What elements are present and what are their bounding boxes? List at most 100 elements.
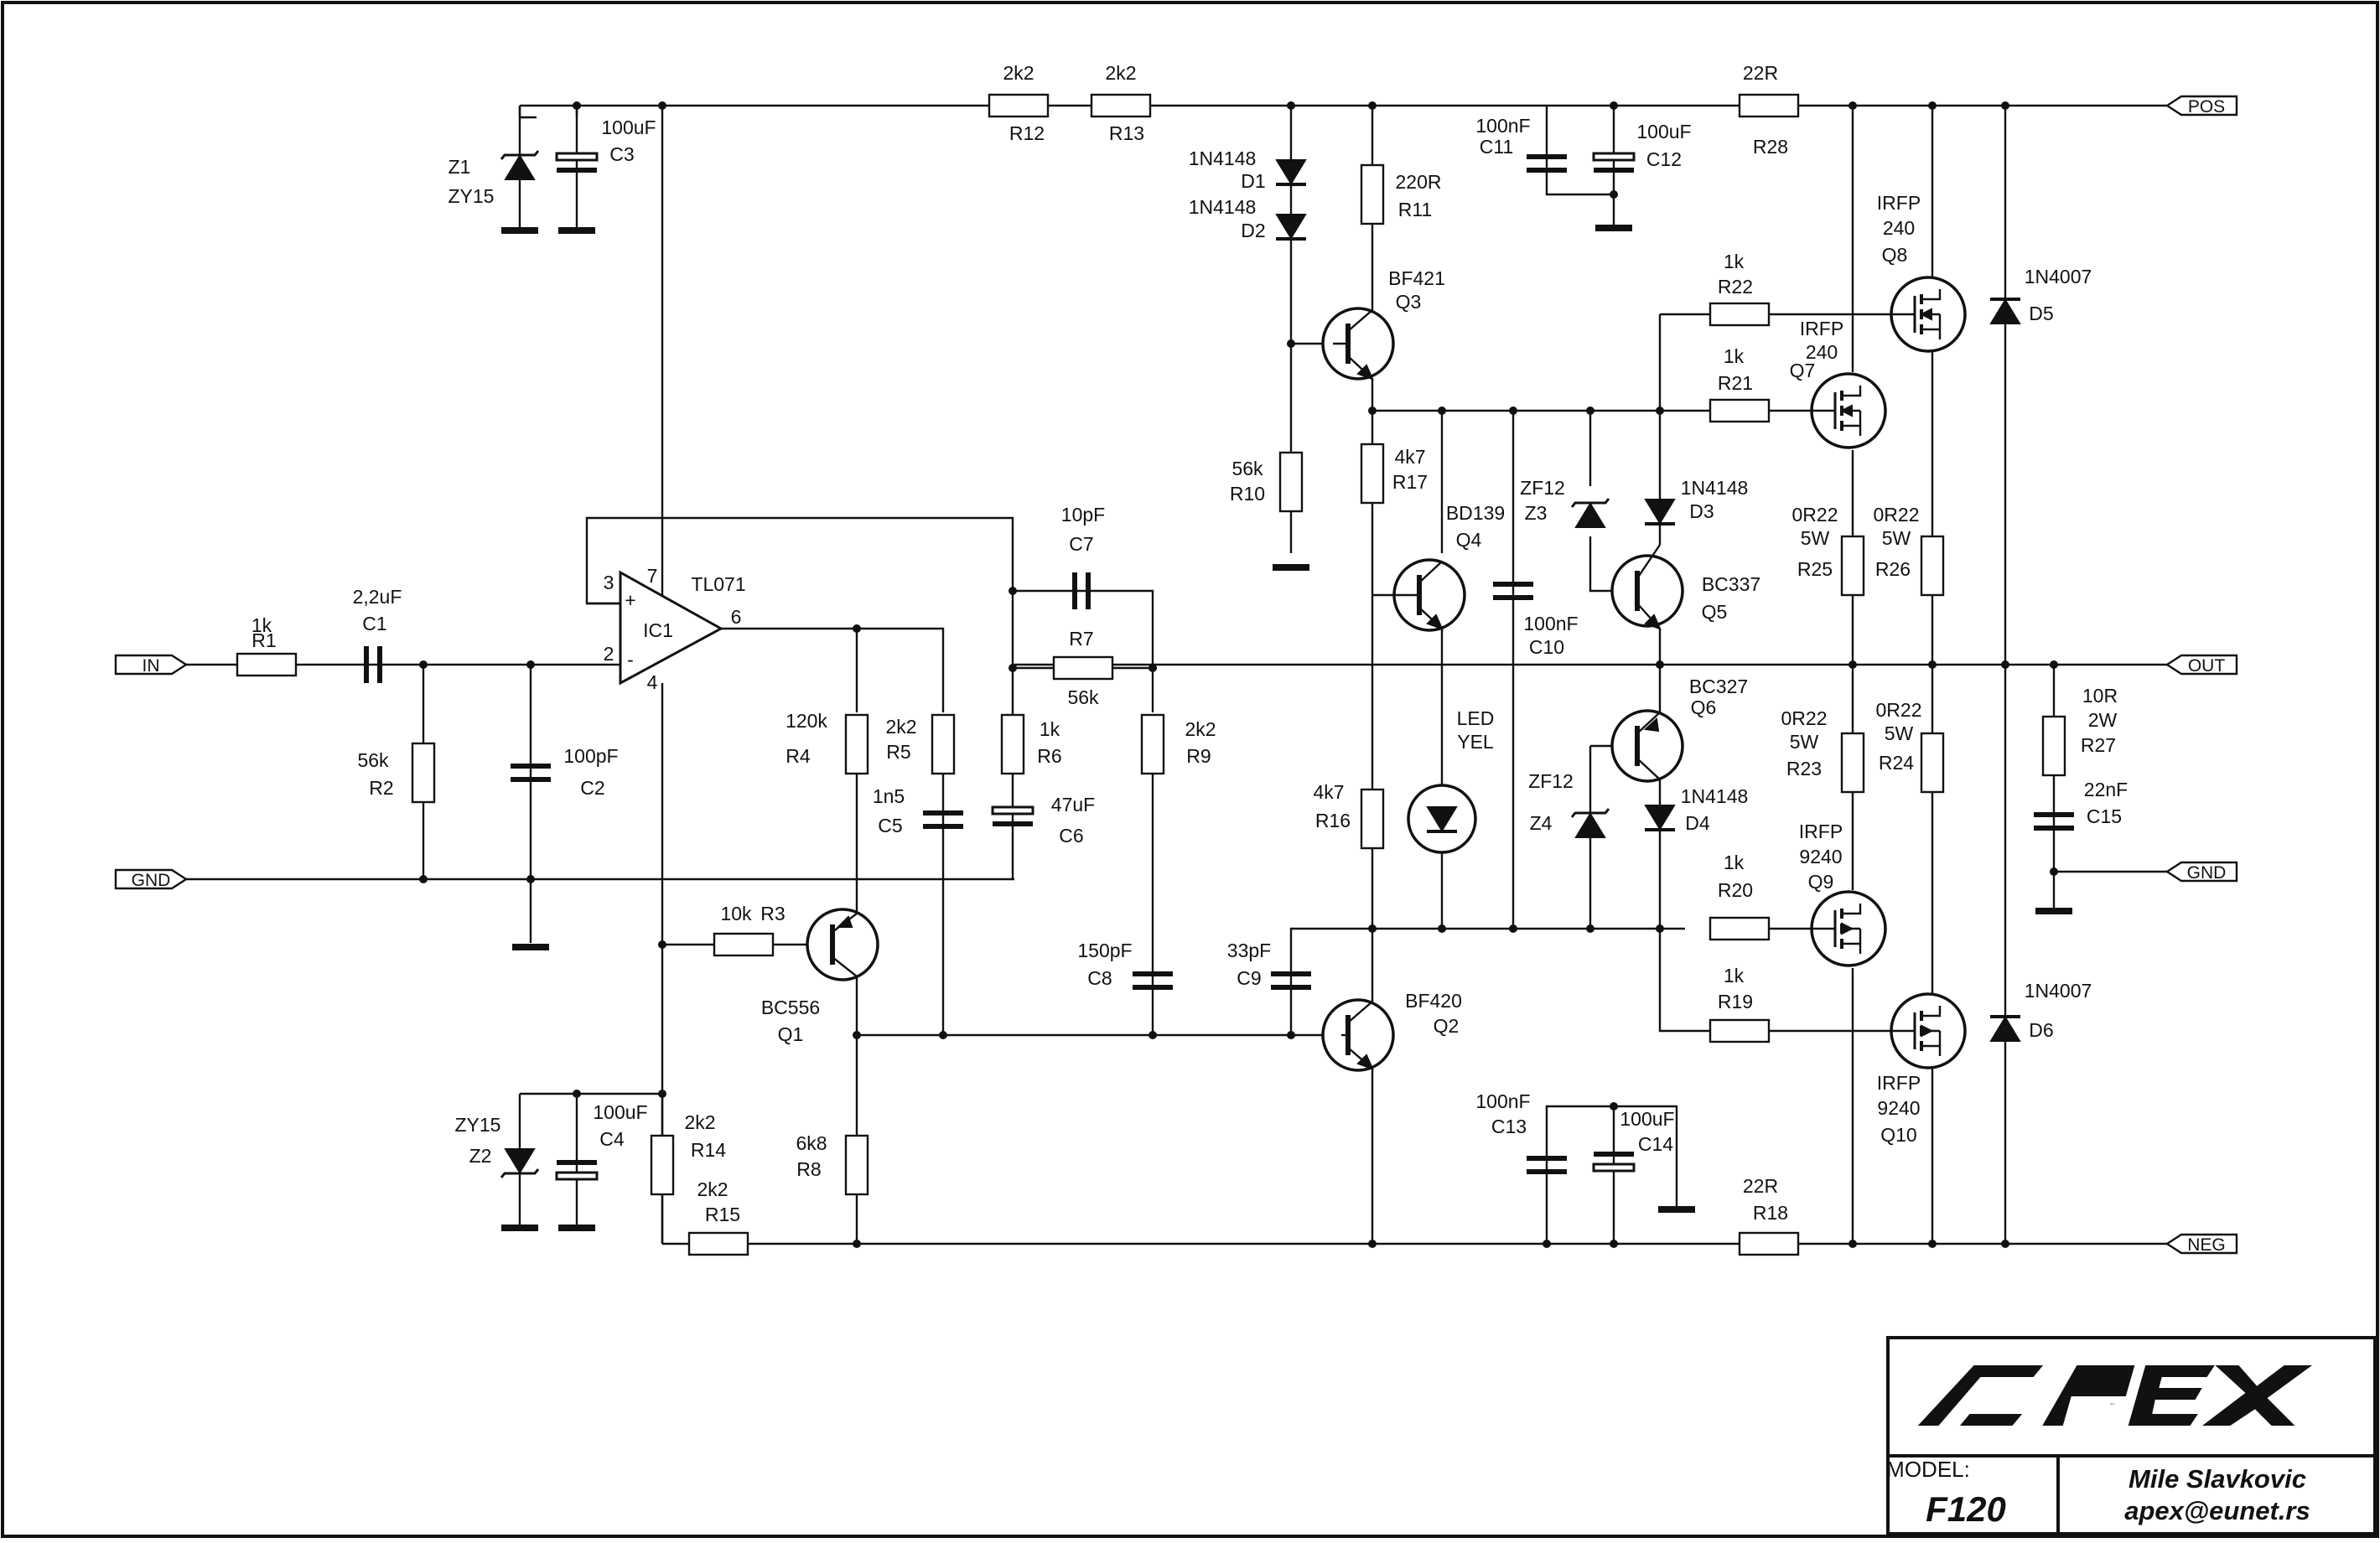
svg-text:ZY15: ZY15 <box>455 1114 501 1136</box>
svg-text:OUT: OUT <box>2188 656 2226 676</box>
svg-text:IRFP: IRFP <box>1800 318 1843 339</box>
resistor-r1: 1k R1 <box>236 614 298 677</box>
svg-text:2k2: 2k2 <box>1105 62 1136 84</box>
svg-text:Q8: Q8 <box>1882 244 1908 266</box>
resistor-r19: 1k R19 <box>1709 965 1771 1043</box>
transistor-q3: BF421 Q3 <box>1323 267 1445 379</box>
svg-text:Z4: Z4 <box>1530 812 1553 834</box>
svg-text:1k: 1k <box>1724 345 1745 367</box>
svg-text:22R: 22R <box>1743 62 1778 84</box>
svg-text:R15: R15 <box>705 1204 740 1225</box>
resistor-r16: 4k7 R16 <box>1313 781 1385 850</box>
resistor-r7: R7 56k <box>1052 628 1114 708</box>
svg-text:ZF12: ZF12 <box>1528 770 1574 792</box>
mosfet-q9: IRFP 9240 Q9 <box>1799 821 1887 967</box>
capacitor-c9: 33pF C9 <box>1227 940 1311 989</box>
svg-text:3: 3 <box>604 572 614 593</box>
resistor-r20: 1k R20 <box>1709 852 1771 941</box>
svg-text:C9: C9 <box>1237 967 1261 989</box>
svg-text:IC1: IC1 <box>643 619 673 641</box>
svg-text:6k8: 6k8 <box>796 1132 827 1154</box>
svg-text:100uF: 100uF <box>593 1101 647 1123</box>
svg-text:D3: D3 <box>1689 500 1714 522</box>
transistor-q6: BC327 Q6 <box>1612 676 1748 781</box>
svg-text:C7: C7 <box>1069 533 1093 555</box>
resistor-r5: 2k2 R5 <box>885 713 956 775</box>
svg-text:1k: 1k <box>251 614 272 636</box>
svg-text:100uF: 100uF <box>1636 121 1691 142</box>
svg-text:100pF: 100pF <box>563 745 618 767</box>
title-block: APEX MODEL: F120 Mile Slavkovic apex@eun… <box>1886 1336 2377 1535</box>
svg-text:10pF: 10pF <box>1061 504 1105 526</box>
svg-text:R18: R18 <box>1753 1202 1788 1224</box>
resistor-r25: 0R22 5W R25 <box>1792 504 1865 597</box>
svg-text:5W: 5W <box>1882 527 1911 549</box>
transistor-q2: BF420 Q2 <box>1323 990 1462 1070</box>
svg-text:R11: R11 <box>1398 199 1433 220</box>
svg-text:GND: GND <box>132 871 171 890</box>
capacitor-c14: 100uF C14 <box>1594 1108 1695 1209</box>
svg-text:R9: R9 <box>1186 745 1211 767</box>
svg-text:0R22: 0R22 <box>1781 707 1828 729</box>
svg-text:D1: D1 <box>1241 170 1265 192</box>
svg-text:Q10: Q10 <box>1880 1124 1916 1146</box>
svg-text:1N4148: 1N4148 <box>1189 148 1257 169</box>
svg-text:BC556: BC556 <box>761 997 820 1018</box>
svg-text:Q5: Q5 <box>1702 601 1728 623</box>
svg-text:1N4007: 1N4007 <box>2025 266 2092 287</box>
author-email: apex@eunet.rs <box>2124 1496 2310 1525</box>
svg-text:APEX: APEX <box>2110 1403 2115 1406</box>
svg-text:C2: C2 <box>580 777 604 799</box>
svg-text:4k7: 4k7 <box>1394 446 1425 468</box>
resistor-r21: 1k R21 <box>1709 345 1771 423</box>
svg-text:2W: 2W <box>2088 709 2118 731</box>
svg-text:120k: 120k <box>786 710 827 732</box>
diode-d6: 1N4007 D6 <box>1989 980 2092 1043</box>
svg-text:C4: C4 <box>599 1128 625 1150</box>
svg-text:0R22: 0R22 <box>1792 504 1838 526</box>
svg-text:IN: IN <box>143 656 160 676</box>
port-pos: POS <box>2165 95 2238 117</box>
svg-text:7: 7 <box>647 565 658 587</box>
mosfet-q10: IRFP 9240 Q10 <box>1877 992 1967 1146</box>
resistor-r11: 220R R11 <box>1360 163 1441 225</box>
diode-d2: 1N4148 D2 <box>1189 196 1308 241</box>
svg-text:TL071: TL071 <box>691 573 745 595</box>
port-gnd-right: GND <box>2165 861 2238 883</box>
svg-text:33pF: 33pF <box>1227 940 1271 961</box>
svg-text:1k: 1k <box>1724 852 1745 873</box>
svg-text:R26: R26 <box>1875 558 1911 580</box>
svg-text:NEG: NEG <box>2187 1235 2226 1255</box>
svg-text:Z2: Z2 <box>469 1145 492 1167</box>
capacitor-c11: 100nF C11 <box>1475 115 1567 170</box>
svg-text:100uF: 100uF <box>1620 1108 1674 1130</box>
mosfet-q8: IRFP 240 Q8 <box>1877 192 1967 353</box>
zener-z3: ZF12 Z3 <box>1520 477 1610 529</box>
svg-text:R7: R7 <box>1069 628 1093 650</box>
wires <box>186 104 2167 1245</box>
svg-text:POS: POS <box>2188 97 2225 117</box>
svg-text:R3: R3 <box>760 903 785 924</box>
diode-d3: 1N4148 D3 <box>1643 477 1748 526</box>
svg-text:R23: R23 <box>1786 758 1822 779</box>
author-name: Mile Slavkovic <box>2129 1464 2306 1494</box>
apex-logo: APEX <box>1917 1365 2313 1426</box>
svg-text:BF420: BF420 <box>1405 990 1462 1012</box>
svg-text:240: 240 <box>1883 217 1915 239</box>
transistor-q4: BD139 Q4 <box>1372 502 1505 630</box>
svg-text:22R: 22R <box>1743 1175 1778 1197</box>
svg-text:D4: D4 <box>1685 812 1710 834</box>
svg-text:1N4148: 1N4148 <box>1189 196 1257 218</box>
svg-text:0R22: 0R22 <box>1874 504 1920 526</box>
resistor-r3: 10k R3 <box>713 903 786 957</box>
resistor-r2: 56k R2 <box>357 742 436 804</box>
svg-text:1n5: 1n5 <box>873 785 905 807</box>
svg-text:D5: D5 <box>2029 303 2053 324</box>
svg-text:R24: R24 <box>1879 752 1914 774</box>
svg-text:1k: 1k <box>1724 251 1745 272</box>
zener-z4: ZF12 Z4 <box>1528 770 1610 839</box>
resistor-r24: 0R22 5W R24 <box>1876 699 1945 794</box>
svg-text:9240: 9240 <box>1877 1097 1920 1119</box>
capacitor-c13: 100nF C13 <box>1475 1090 1567 1172</box>
svg-text:10k: 10k <box>720 903 752 924</box>
